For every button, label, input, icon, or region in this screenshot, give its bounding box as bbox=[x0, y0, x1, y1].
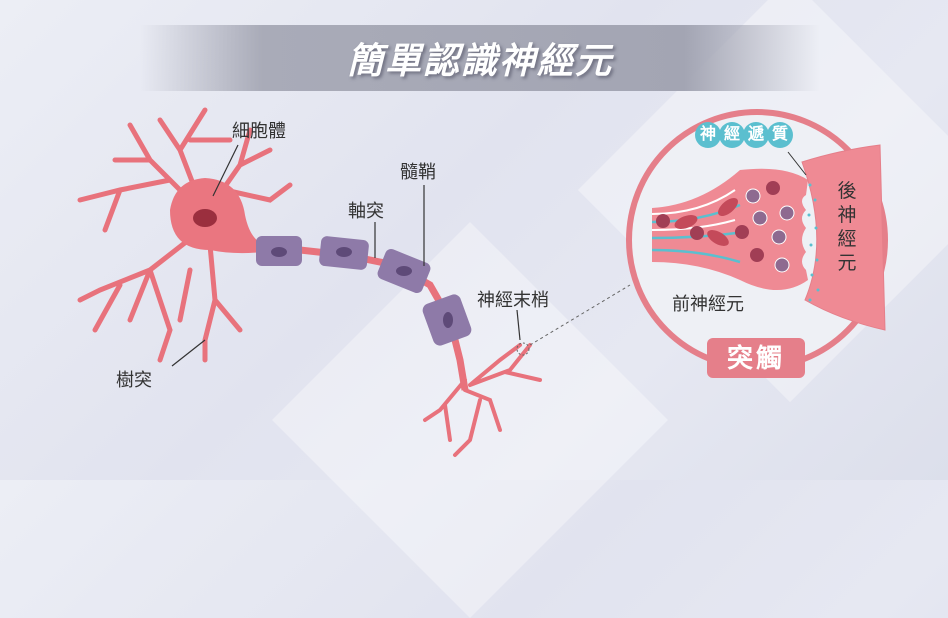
axon-terminal-branches bbox=[423, 343, 542, 457]
presynaptic-terminal bbox=[652, 168, 808, 290]
leader-lines bbox=[171, 144, 521, 367]
neurotransmitter-label: 神 經 遞 質 bbox=[695, 122, 793, 148]
label-axon: 軸突 bbox=[348, 201, 384, 221]
myelin-sheaths bbox=[256, 236, 472, 346]
vesicles bbox=[656, 181, 780, 262]
cell-body bbox=[170, 178, 265, 254]
title-banner: 簡單認識神經元 bbox=[140, 25, 820, 91]
label-soma: 細胞體 bbox=[232, 121, 286, 141]
nucleus bbox=[193, 209, 217, 227]
mitochondria bbox=[674, 198, 738, 246]
label-dendrite: 樹突 bbox=[116, 370, 152, 390]
label-axon-terminal: 神經末梢 bbox=[477, 290, 549, 310]
neuron-illustration bbox=[77, 107, 888, 457]
terminal-highlight bbox=[516, 342, 530, 356]
page-title: 簡單認識神經元 bbox=[346, 40, 613, 81]
synapse-title-badge: 突觸 bbox=[707, 338, 805, 378]
label-myelin: 髓鞘 bbox=[400, 162, 436, 182]
schwann-nuclei bbox=[271, 247, 453, 328]
neurotransmitter-molecules bbox=[807, 183, 820, 302]
neurotransmitter-vesicles bbox=[745, 188, 795, 273]
dendrites bbox=[77, 107, 293, 363]
zoom-connector bbox=[529, 284, 631, 346]
label-presynaptic: 前神經元 bbox=[672, 294, 744, 314]
postsynaptic-neuron bbox=[801, 144, 886, 331]
label-postsynaptic: 後 神 經 元 bbox=[837, 181, 857, 274]
